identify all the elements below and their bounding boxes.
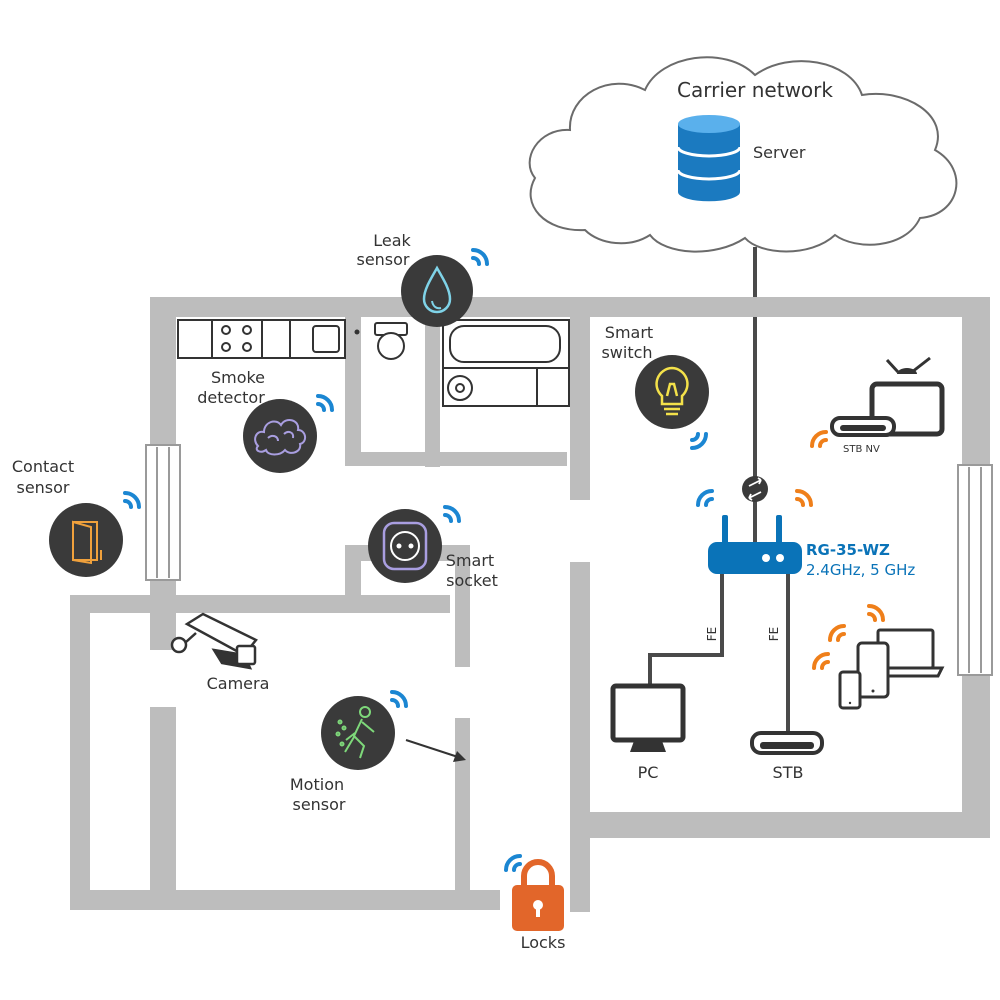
wifi-signal-icon xyxy=(471,248,489,266)
switch-label-1: Smart xyxy=(605,323,653,342)
locks-label: Locks xyxy=(521,933,566,952)
contact-sensor[interactable]: Contact sensor xyxy=(12,457,141,577)
wifi-signal-icon xyxy=(504,854,522,872)
camera-label: Camera xyxy=(207,674,270,693)
cctv-camera-icon xyxy=(170,612,258,670)
locks[interactable]: Locks xyxy=(504,854,566,952)
wifi-signal-icon xyxy=(795,489,813,507)
toilet xyxy=(374,322,408,360)
wifi-signal-icon xyxy=(810,430,828,448)
pc-label: PC xyxy=(638,763,659,782)
wifi-signal-icon xyxy=(390,690,408,708)
fe-stb-label: FE xyxy=(767,627,781,641)
motion-label-1: Motion xyxy=(290,775,344,794)
leak-label-2: sensor xyxy=(356,250,409,269)
database-icon xyxy=(676,115,742,202)
motion-label-2: sensor xyxy=(292,795,345,814)
router-model: RG-35-WZ xyxy=(806,541,890,559)
fe-pc-label: FE xyxy=(705,627,719,641)
wifi-signal-icon xyxy=(690,432,708,450)
power-socket-icon xyxy=(382,521,428,571)
smart-socket[interactable]: Smart socket xyxy=(368,505,498,590)
leak-sensor[interactable]: Leak sensor xyxy=(356,231,489,327)
motion-sensor[interactable]: Motion sensor xyxy=(290,690,466,814)
smoke-detector[interactable]: Smoke detector xyxy=(197,368,334,473)
fe-cables xyxy=(648,570,790,735)
server-label: Server xyxy=(753,143,806,162)
tablet-icon xyxy=(856,641,890,699)
wifi-signal-icon xyxy=(867,604,885,622)
window-right xyxy=(957,464,993,676)
sync-arrows-icon xyxy=(742,476,768,502)
kitchen-counter xyxy=(177,319,346,359)
light-bulb-icon xyxy=(655,366,689,416)
set-top-box-icon xyxy=(830,416,896,437)
cloud-title: Carrier network xyxy=(677,78,833,102)
mobile-devices[interactable] xyxy=(812,604,945,710)
motion-arrow xyxy=(405,739,459,758)
stb-nv-label: STB NV xyxy=(843,444,880,455)
set-top-box-icon xyxy=(750,731,824,755)
bathtub xyxy=(442,319,570,407)
switch-label-2: switch xyxy=(601,343,652,362)
phone-icon xyxy=(838,670,862,710)
pc[interactable]: PC xyxy=(610,683,686,782)
contact-label-2: sensor xyxy=(16,478,69,497)
tv-stb-nv[interactable]: STB NV xyxy=(810,356,945,455)
window-left xyxy=(145,444,181,581)
socket-label-2: socket xyxy=(446,571,498,590)
smoke-label-1: Smoke xyxy=(211,368,265,387)
router-bands: 2.4GHz, 5 GHz xyxy=(806,561,915,579)
door-icon xyxy=(72,520,102,565)
camera[interactable]: Camera xyxy=(170,612,270,693)
running-person-icon xyxy=(335,706,375,759)
wifi-signal-icon xyxy=(828,624,846,642)
wifi-signal-icon xyxy=(812,652,830,670)
stb-label: STB xyxy=(773,763,804,782)
smart-switch[interactable]: Smart switch xyxy=(601,323,709,450)
socket-label-1: Smart xyxy=(446,551,494,570)
wifi-signal-icon xyxy=(316,394,334,412)
contact-label-1: Contact xyxy=(12,457,74,476)
wifi-signal-icon xyxy=(443,505,461,523)
smoke-icon xyxy=(254,418,306,456)
carrier-cloud: Carrier network Server xyxy=(528,56,958,253)
padlock-icon xyxy=(512,859,564,931)
stb[interactable]: STB xyxy=(750,731,824,782)
smoke-label-2: detector xyxy=(197,388,265,407)
water-drop-icon xyxy=(422,265,452,314)
leak-label-1: Leak xyxy=(373,231,411,250)
wifi-signal-icon xyxy=(696,489,714,507)
router-body xyxy=(708,542,802,574)
wifi-signal-icon xyxy=(123,491,141,509)
arrow-head-icon xyxy=(453,751,466,762)
router[interactable]: RG-35-WZ 2.4GHz, 5 GHz xyxy=(708,515,915,579)
monitor-icon xyxy=(610,683,686,752)
